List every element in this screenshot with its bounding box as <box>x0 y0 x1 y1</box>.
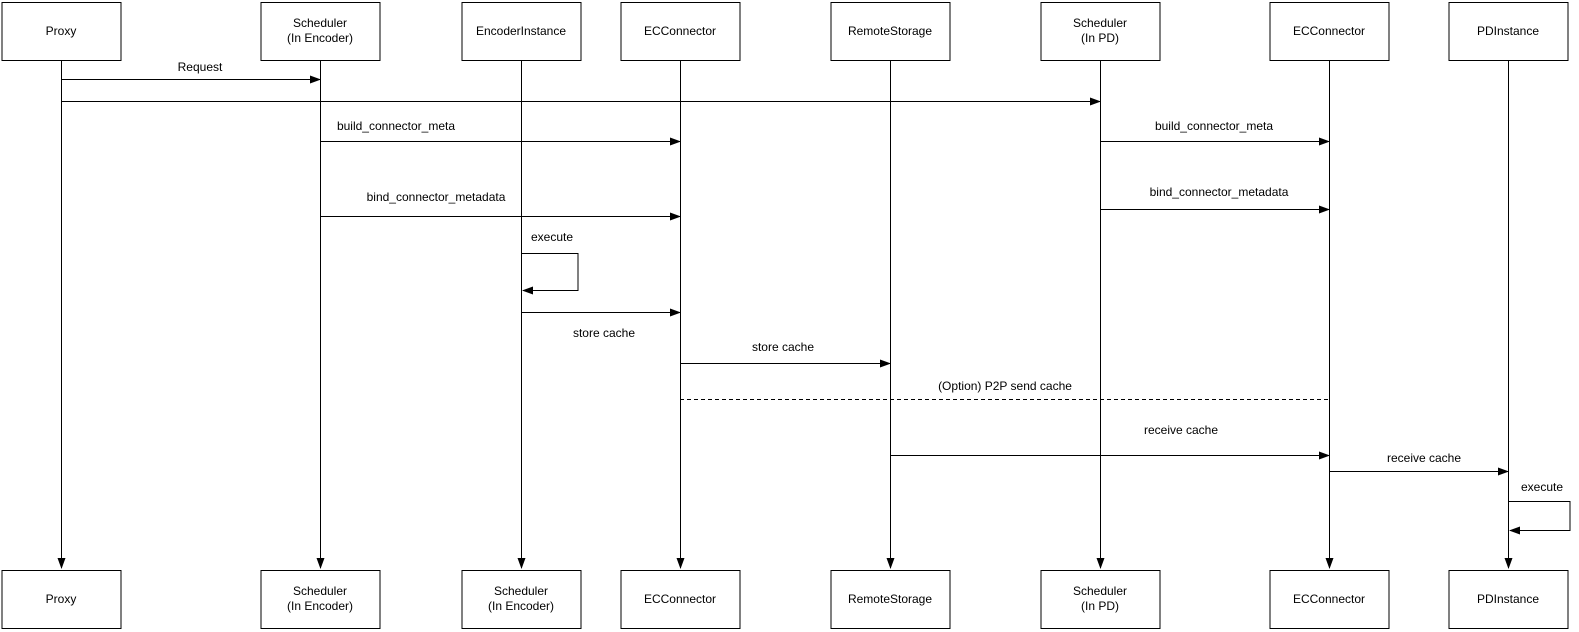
message-label-receive-cache-from-remote: receive cache <box>1144 423 1218 437</box>
message-build-connector-meta-encoder: build_connector_meta <box>320 119 681 146</box>
message-label-store-cache-to-remote: store cache <box>752 340 814 354</box>
self-message-label-execute-encoder: execute <box>531 230 573 244</box>
message-receive-cache-to-pd: receive cache <box>1329 451 1509 476</box>
message-store-cache-to-remote: store cache <box>680 340 891 368</box>
participant-label-bottom-scheduler-in-encoder: Scheduler <box>293 584 347 598</box>
message-label-bind-connector-metadata-pd: bind_connector_metadata <box>1150 185 1289 199</box>
participant-box-bottom-remote-storage <box>830 570 951 629</box>
participant-label-top-scheduler-in-pd: (In PD) <box>1081 31 1119 45</box>
participant-label-bottom-scheduler-in-pd: (In PD) <box>1081 599 1119 613</box>
message-label-request: Request <box>178 60 223 74</box>
participant-label-top-encoder-instance: EncoderInstance <box>476 24 566 38</box>
message-bind-connector-metadata-pd: bind_connector_metadata <box>1100 185 1330 214</box>
message-build-connector-meta-pd: build_connector_meta <box>1100 119 1330 146</box>
participant-box-bottom-scheduler-in-encoder <box>260 570 381 629</box>
participant-box-bottom-ec-connector <box>620 570 741 629</box>
participant-label-bottom-proxy: Proxy <box>46 592 77 606</box>
message-request: Request <box>61 60 321 84</box>
participant-label-bottom-encoder-instance: (In Encoder) <box>488 599 554 613</box>
message-label-build-connector-meta-encoder: build_connector_meta <box>337 119 455 133</box>
participant-label-top-remote-storage: RemoteStorage <box>848 24 932 38</box>
participant-label-top-scheduler-in-pd: Scheduler <box>1073 16 1127 30</box>
participant-box-top-pd-instance <box>1448 2 1569 61</box>
participant-box-top-proxy <box>1 2 122 61</box>
participant-label-bottom-remote-storage: RemoteStorage <box>848 592 932 606</box>
participant-box-bottom-encoder-instance <box>461 570 582 629</box>
participant-box-bottom-proxy <box>1 570 122 629</box>
participant-label-top-ec-connector: ECConnector <box>644 24 716 38</box>
message-bind-connector-metadata-encoder: bind_connector_metadata <box>320 190 681 221</box>
participant-label-bottom-ec-connector-2: ECConnector <box>1293 592 1365 606</box>
message-label-build-connector-meta-pd: build_connector_meta <box>1155 119 1273 133</box>
self-message-loop-execute-encoder <box>522 253 579 295</box>
message-label-store-cache-to-connector: store cache <box>573 326 635 340</box>
participant-label-bottom-scheduler-in-encoder: (In Encoder) <box>287 599 353 613</box>
participant-box-bottom-scheduler-in-pd <box>1040 570 1161 629</box>
participant-box-top-encoder-instance <box>461 2 582 61</box>
message-label-bind-connector-metadata-encoder: bind_connector_metadata <box>367 190 506 204</box>
self-message-execute-pd: execute <box>1509 480 1571 535</box>
participant-label-top-scheduler-in-encoder: Scheduler <box>293 16 347 30</box>
self-message-label-execute-pd: execute <box>1521 480 1563 494</box>
participant-label-bottom-ec-connector: ECConnector <box>644 592 716 606</box>
participant-box-top-scheduler-in-pd <box>1040 2 1161 61</box>
participant-label-top-proxy: Proxy <box>46 24 77 38</box>
message-label-p2p-send-cache: (Option) P2P send cache <box>938 379 1072 393</box>
participant-box-top-remote-storage <box>830 2 951 61</box>
participant-box-top-ec-connector-2 <box>1269 2 1390 61</box>
self-message-loop-execute-pd <box>1509 501 1571 535</box>
participant-label-top-pd-instance: PDInstance <box>1477 24 1539 38</box>
participant-label-bottom-pd-instance: PDInstance <box>1477 592 1539 606</box>
self-message-execute-encoder: execute <box>522 230 579 295</box>
participant-box-top-ec-connector <box>620 2 741 61</box>
participant-box-bottom-ec-connector-2 <box>1269 570 1390 629</box>
participant-box-bottom-pd-instance <box>1448 570 1569 629</box>
participant-scheduler-in-encoder: Scheduler(In Encoder)Scheduler(In Encode… <box>260 2 381 629</box>
message-store-cache-to-connector: store cache <box>521 308 681 340</box>
participant-scheduler-in-pd: Scheduler(In PD)Scheduler(In PD) <box>1040 2 1161 629</box>
message-label-receive-cache-to-pd: receive cache <box>1387 451 1461 465</box>
message-receive-cache-from-remote: receive cache <box>890 423 1330 460</box>
participant-box-top-scheduler-in-encoder <box>260 2 381 61</box>
participant-label-bottom-scheduler-in-pd: Scheduler <box>1073 584 1127 598</box>
participant-label-top-scheduler-in-encoder: (In Encoder) <box>287 31 353 45</box>
participant-label-bottom-encoder-instance: Scheduler <box>494 584 548 598</box>
participant-label-top-ec-connector-2: ECConnector <box>1293 24 1365 38</box>
message-p2p-send-cache: (Option) P2P send cache <box>680 379 1329 400</box>
